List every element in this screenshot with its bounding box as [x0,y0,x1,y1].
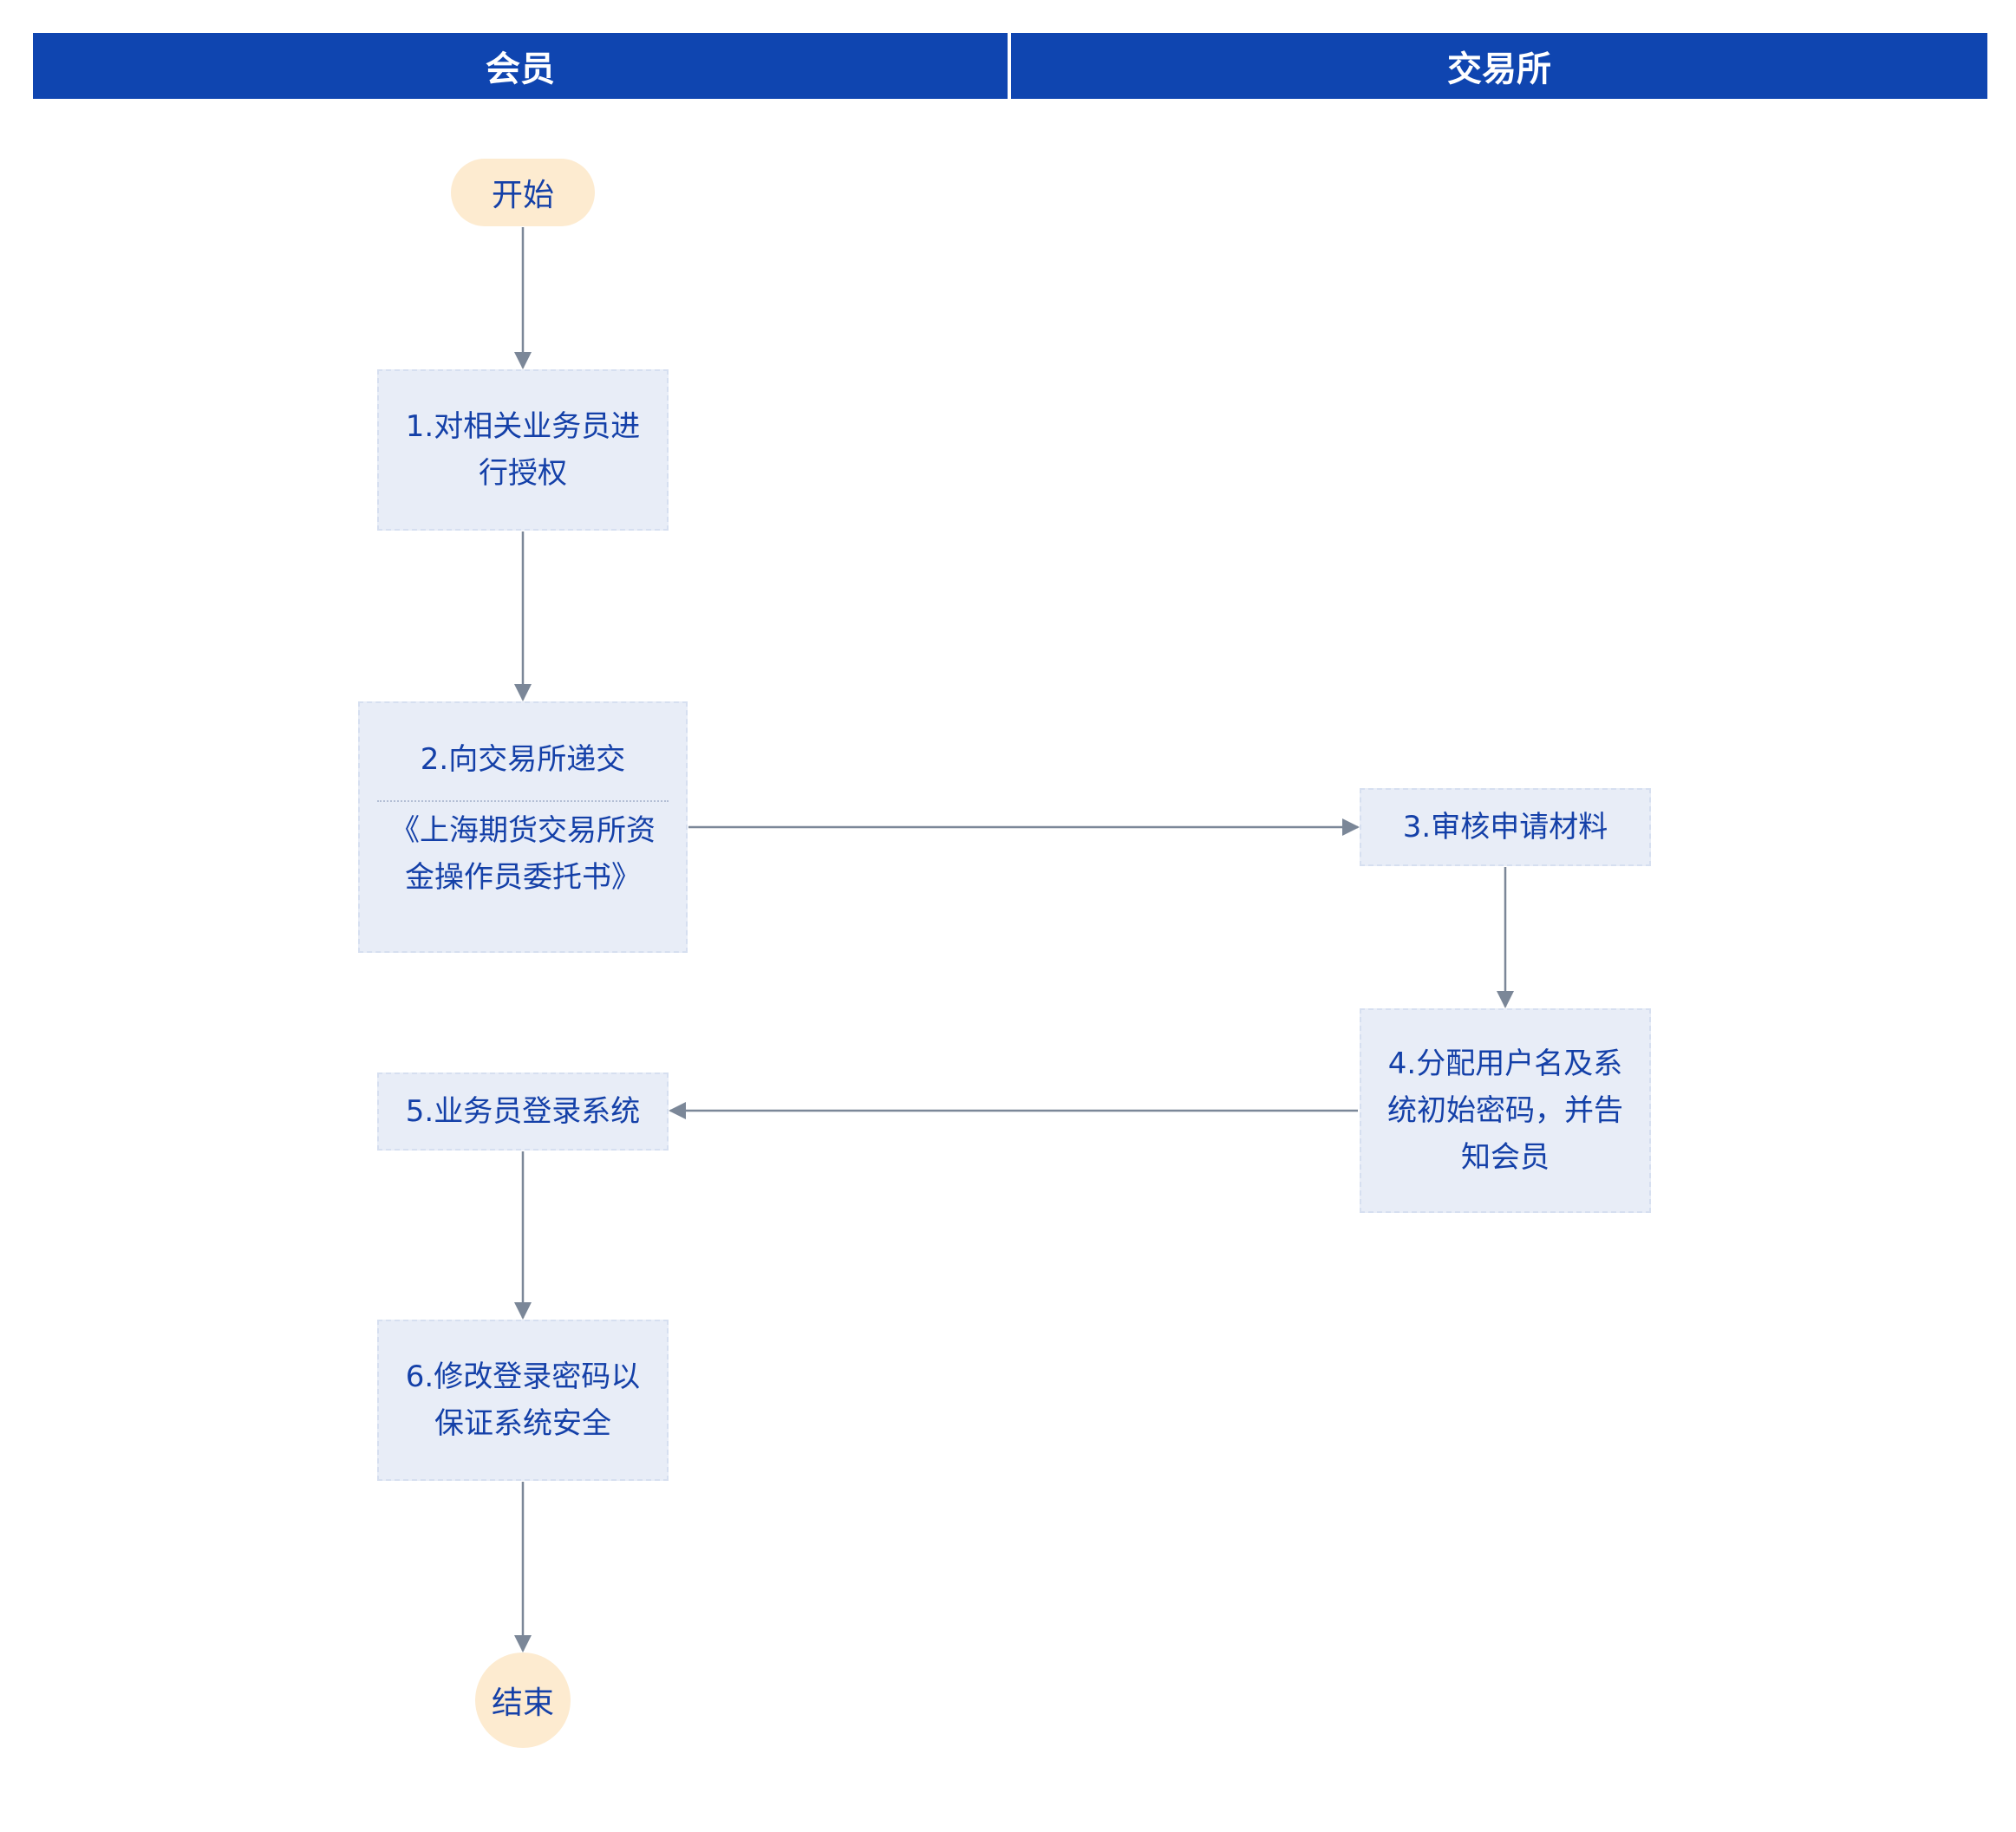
step6-change-password-node: 6.修改登录密码以保证系统安全 [377,1320,669,1481]
step4-assign-node: 4.分配用户名及系统初始密码，并告知会员 [1360,1008,1651,1213]
step5-label: 5.业务员登录系统 [405,1094,641,1129]
step2-document: 《上海期货交易所资金操作员委托书》 [390,813,656,895]
lane-header-member: 会员 [33,33,1009,99]
step2-divider [377,800,669,802]
step4-label: 4.分配用户名及系统初始密码，并告知会员 [1387,1046,1623,1175]
start-node: 开始 [451,159,595,226]
step1-label: 1.对相关业务员进行授权 [405,409,641,491]
step1-authorize-node: 1.对相关业务员进行授权 [377,369,669,531]
step2-title: 2.向交易所递交 [420,742,626,777]
step2-submit-node: 2.向交易所递交 《上海期货交易所资金操作员委托书》 [358,701,688,953]
step5-login-node: 5.业务员登录系统 [377,1072,669,1151]
step6-label: 6.修改登录密码以保证系统安全 [405,1359,641,1441]
step3-label: 3.审核申请材料 [1402,810,1608,844]
step3-review-node: 3.审核申请材料 [1360,788,1651,866]
lane-header-exchange: 交易所 [1011,33,1987,99]
end-node: 结束 [475,1653,571,1748]
